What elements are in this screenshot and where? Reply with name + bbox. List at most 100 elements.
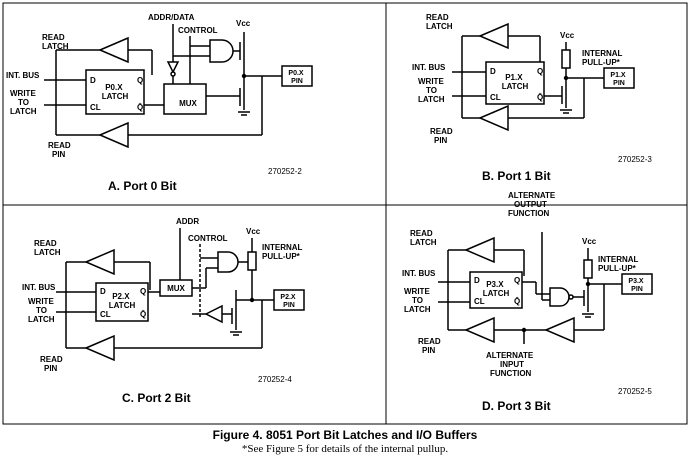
write-a-line3: LATCH bbox=[10, 107, 37, 116]
vcc-label-d: Vcc bbox=[582, 237, 597, 246]
read-latch-label-a: READ LATCH bbox=[42, 33, 69, 51]
figure-footnote: *See Figure 5 for details of the interna… bbox=[241, 443, 449, 455]
latch-q-label: Q bbox=[137, 76, 143, 85]
alt-input-label-d: ALTERNATE INPUT FUNCTION bbox=[486, 351, 536, 378]
read-pin-d-line2: PIN bbox=[422, 346, 436, 355]
mux-a-label: MUX bbox=[179, 99, 197, 108]
addr-data-inverter bbox=[166, 61, 180, 74]
latch-c-name: P2.X LATCH bbox=[109, 292, 136, 310]
alt-out-line2: OUTPUT bbox=[514, 200, 547, 209]
latch-c-q: Q bbox=[140, 287, 146, 296]
read-pin-b-line2: PIN bbox=[434, 136, 448, 145]
figure-caption: Figure 4. 8051 Port Bit Latches and I/O … bbox=[212, 428, 478, 442]
latch-d-name-line1: P3.X bbox=[486, 280, 504, 289]
figure-frame bbox=[2, 2, 688, 425]
latch-c-name-line2: LATCH bbox=[109, 301, 136, 310]
latch-d-cl: CL bbox=[474, 297, 485, 306]
alt-in-line1: ALTERNATE bbox=[486, 351, 534, 360]
alt-in-line2: INPUT bbox=[500, 360, 524, 369]
ref-b: 270252-3 bbox=[618, 155, 652, 164]
read-latch-a-line2: LATCH bbox=[42, 42, 69, 51]
latch-c-d: D bbox=[100, 287, 106, 296]
write-to-latch-label-d: WRITE TO LATCH bbox=[404, 287, 432, 314]
pullup-resistor-b bbox=[561, 49, 571, 69]
read-latch-buffer-b bbox=[478, 22, 509, 50]
int-bus-label-a: INT. BUS bbox=[6, 71, 40, 80]
read-latch-label-c: READ LATCH bbox=[34, 239, 61, 257]
read-pin-label-b: READ PIN bbox=[430, 127, 455, 145]
addr-label-c: ADDR bbox=[176, 217, 199, 226]
read-pin-d-line1: READ bbox=[418, 337, 441, 346]
pin-a-line2: PIN bbox=[291, 78, 303, 85]
latch-b-d: D bbox=[490, 67, 496, 76]
and-gate-c bbox=[217, 251, 239, 273]
write-d-line2: TO bbox=[412, 296, 423, 305]
write-to-latch-label-b: WRITE TO LATCH bbox=[418, 77, 446, 104]
panel-c: D Q CL Q̄ P2.X LATCH MUX P bbox=[22, 217, 305, 405]
panel-b: D Q CL Q̄ P1.X LATCH P1.X PIN READ LATCH… bbox=[412, 13, 652, 183]
write-c-line3: LATCH bbox=[28, 315, 55, 324]
pin-c-line1: P2.X bbox=[280, 294, 296, 301]
read-latch-c-line1: READ bbox=[34, 239, 57, 248]
latch-c-cl: CL bbox=[100, 310, 111, 319]
and-gate-d bbox=[549, 287, 570, 307]
read-pin-buffer-a bbox=[98, 121, 129, 149]
latch-d-q: Q bbox=[514, 276, 520, 285]
read-latch-d-line2: LATCH bbox=[410, 238, 437, 247]
read-pin-buffer-d bbox=[464, 316, 495, 344]
pullup-label-b: INTERNAL PULL-UP* bbox=[582, 49, 625, 67]
read-pin-label-a: READ PIN bbox=[48, 141, 73, 159]
write-d-line3: LATCH bbox=[404, 305, 431, 314]
pin-d-label: P3.X PIN bbox=[628, 278, 645, 293]
pullup-label-c: INTERNAL PULL-UP* bbox=[262, 243, 305, 261]
ref-d: 270252-5 bbox=[618, 387, 652, 396]
caption-d: D. Port 3 Bit bbox=[482, 399, 551, 413]
read-latch-d-line1: READ bbox=[410, 229, 433, 238]
alt-out-line1: ALTERNATE bbox=[508, 191, 556, 200]
read-pin-label-c: READ PIN bbox=[40, 355, 65, 373]
control-label-a: CONTROL bbox=[178, 26, 218, 35]
vcc-label-b: Vcc bbox=[560, 31, 575, 40]
alt-out-line3: FUNCTION bbox=[508, 209, 550, 218]
pullup-d-line2: PULL-UP* bbox=[598, 264, 637, 273]
latch-qbar-label: Q̄ bbox=[137, 103, 143, 112]
write-c-line2: TO bbox=[36, 306, 47, 315]
read-latch-b-line2: LATCH bbox=[426, 22, 453, 31]
write-b-line2: TO bbox=[426, 86, 437, 95]
latch-b-cl: CL bbox=[490, 93, 501, 102]
pullup-d-line1: INTERNAL bbox=[598, 255, 639, 264]
pullup-resistor-c bbox=[247, 251, 257, 271]
read-pin-a-line2: PIN bbox=[52, 150, 66, 159]
pullup-b-line1: INTERNAL bbox=[582, 49, 623, 58]
pin-d-line2: PIN bbox=[631, 286, 643, 293]
latch-b-name-line2: LATCH bbox=[502, 82, 529, 91]
caption-c: C. Port 2 Bit bbox=[122, 391, 191, 405]
caption-b: B. Port 1 Bit bbox=[482, 169, 551, 183]
panel-d: D Q CL Q̄ P3.X LATCH P3.X PIN bbox=[402, 191, 653, 413]
p0x-latch bbox=[85, 69, 145, 115]
pin-a-label: P0.X PIN bbox=[288, 70, 305, 85]
read-latch-b-line1: READ bbox=[426, 13, 449, 22]
p0x-pin bbox=[281, 65, 313, 87]
read-pin-c-line2: PIN bbox=[44, 364, 58, 373]
latch-b-name: P1.X LATCH bbox=[502, 73, 529, 91]
latch-d-qbar: Q̄ bbox=[514, 297, 520, 306]
read-latch-c-line2: LATCH bbox=[34, 248, 61, 257]
int-bus-label-d: INT. BUS bbox=[402, 269, 436, 278]
latch-name-line1: P0.X bbox=[105, 83, 123, 92]
write-d-line1: WRITE bbox=[404, 287, 430, 296]
read-pin-buffer-c bbox=[84, 334, 115, 362]
latch-d-d: D bbox=[474, 276, 480, 285]
write-b-line3: LATCH bbox=[418, 95, 445, 104]
pin-b-line2: PIN bbox=[613, 80, 625, 87]
inverter-c bbox=[204, 304, 223, 324]
read-pin-buffer-b bbox=[478, 104, 509, 132]
p2x-pin bbox=[273, 289, 305, 311]
read-latch-buffer-d bbox=[464, 236, 495, 264]
p1x-pin bbox=[603, 67, 635, 89]
pullup-b-line2: PULL-UP* bbox=[582, 58, 621, 67]
p1x-latch bbox=[485, 61, 545, 105]
p3x-latch bbox=[469, 271, 523, 309]
vcc-label-a: Vcc bbox=[236, 19, 251, 28]
